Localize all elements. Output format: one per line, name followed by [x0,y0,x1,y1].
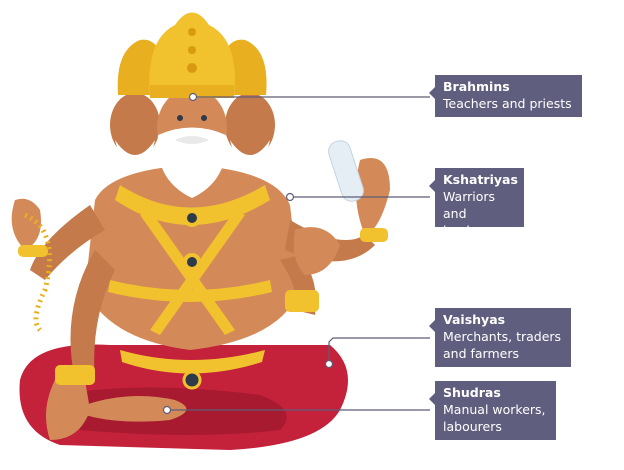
robe-legs [19,344,348,450]
label-kshatriyas: Kshatriyas Warriors and leaders [429,168,524,238]
label-description: Teachers and priests [443,96,572,111]
label-shudras: Shudras Manual workers, labourers [429,381,556,440]
arms [11,140,390,440]
crown [117,12,267,98]
heads [110,88,275,198]
label-title: Vaishyas [443,312,506,327]
torso [85,165,300,390]
label-vaishyas: Vaishyas Merchants, traders and farmers [429,308,571,367]
label-title: Kshatriyas [443,172,518,187]
label-description: Warriors and leaders [443,189,496,238]
label-brahmins: Brahmins Teachers and priests [429,75,582,117]
connector-lines [162,92,430,415]
label-description: Manual workers, labourers [443,402,546,434]
label-description: Merchants, traders and farmers [443,329,562,361]
label-title: Shudras [443,385,501,400]
label-title: Brahmins [443,79,510,94]
